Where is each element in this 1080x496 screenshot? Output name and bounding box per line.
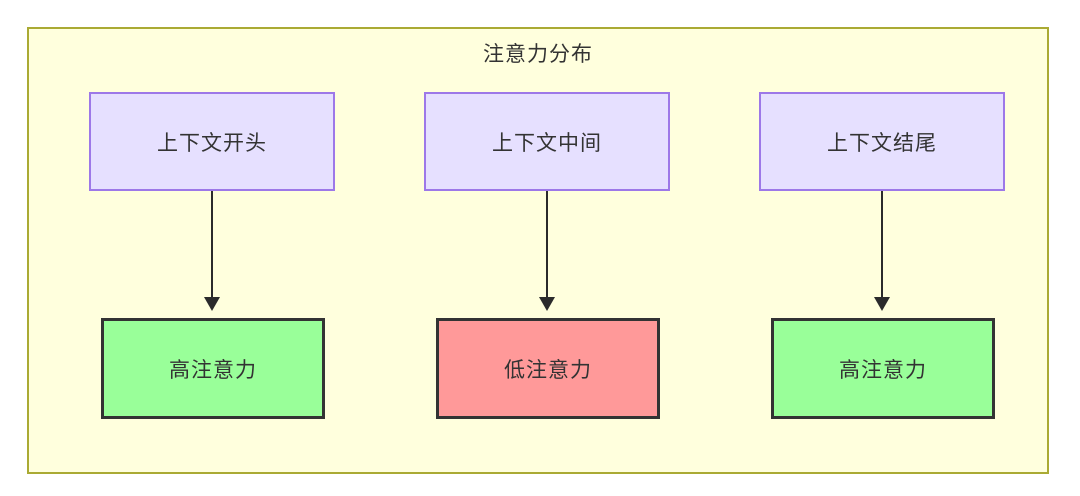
context-node-middle[interactable]: 上下文中间 (424, 92, 670, 191)
attention-node-low-middle[interactable]: 低注意力 (436, 318, 660, 419)
context-node-start[interactable]: 上下文开头 (89, 92, 335, 191)
arrow-line-start-to-high (211, 191, 213, 297)
attention-node-low-middle-label: 低注意力 (504, 358, 592, 382)
attention-node-high-start[interactable]: 高注意力 (101, 318, 325, 419)
context-node-middle-label: 上下文中间 (492, 131, 602, 155)
diagram-title: 注意力分布 (483, 43, 593, 66)
attention-node-high-start-label: 高注意力 (169, 358, 257, 382)
arrow-line-end-to-high (881, 191, 883, 297)
context-node-end[interactable]: 上下文结尾 (759, 92, 1005, 191)
context-node-end-label: 上下文结尾 (827, 131, 937, 155)
arrow-head-middle-to-low (539, 297, 555, 311)
attention-node-high-end-label: 高注意力 (839, 358, 927, 382)
arrow-head-end-to-high (874, 297, 890, 311)
context-node-start-label: 上下文开头 (157, 131, 267, 155)
attention-node-high-end[interactable]: 高注意力 (771, 318, 995, 419)
arrow-line-middle-to-low (546, 191, 548, 297)
arrow-head-start-to-high (204, 297, 220, 311)
